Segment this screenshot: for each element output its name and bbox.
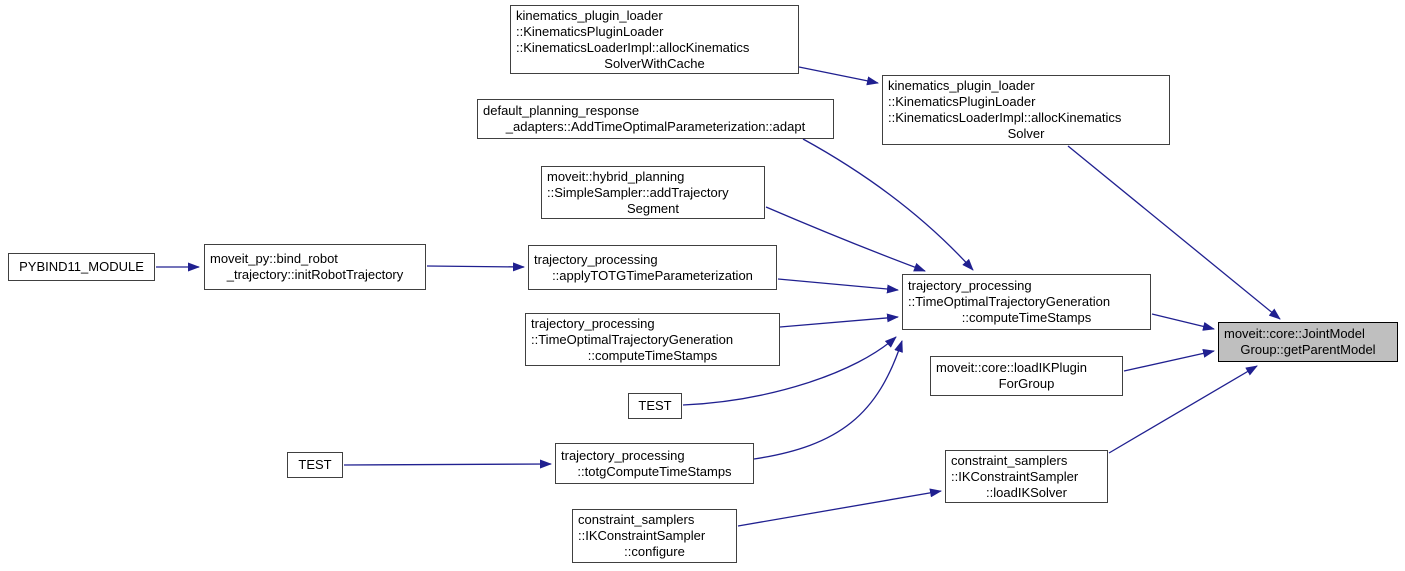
node-label-line: TEST (638, 398, 672, 413)
graph-node-apply-totg-time-parameterization[interactable]: trajectory_processing::applyTOTGTimePara… (528, 245, 777, 290)
graph-node-alloc-kinematics-solver-with-cache[interactable]: kinematics_plugin_loader::KinematicsPlug… (510, 5, 799, 74)
graph-node-totg-compute-time-stamps[interactable]: trajectory_processing::totgComputeTimeSt… (555, 443, 754, 484)
edge-addtrajectorysegment-to-computetimestamps (765, 206, 926, 272)
node-label-line: Group::getParentModel (1240, 342, 1376, 357)
edge-computetimestamps-to-getparentmodel (1151, 313, 1215, 331)
graph-node-pybind11-module[interactable]: PYBIND11_MODULE (8, 253, 155, 281)
node-label-line: ::applyTOTGTimeParameterization (552, 267, 753, 283)
edge-loadikpluginforgroup-to-getparentmodel (1123, 348, 1215, 372)
graph-node-test-2[interactable]: TEST (287, 452, 343, 478)
node-label-line: ::TimeOptimalTrajectoryGeneration (531, 331, 734, 347)
edge-testtotg-to-computetimestamps (682, 336, 897, 406)
node-label-line: trajectory_processing (531, 315, 655, 331)
node-label-line: moveit::hybrid_planning (547, 168, 685, 184)
node-label-line: ::loadIKSolver (986, 484, 1067, 500)
edge-applytotg-to-computetimestamps (777, 278, 899, 294)
graph-node-simple-sampler-add-trajectory-segment[interactable]: moveit::hybrid_planning::SimpleSampler::… (541, 166, 765, 219)
node-label-line: ForGroup (998, 376, 1055, 391)
node-label-line: ::configure (624, 544, 685, 559)
edge-computetimestampsoverload-to-computetimestamps (779, 313, 899, 328)
node-label-line: SolverWithCache (604, 55, 705, 71)
node-label-line: ::KinematicsLoaderImpl::allocKinematics (516, 39, 750, 55)
graph-node-compute-time-stamps-overload[interactable]: trajectory_processing::TimeOptimalTrajec… (525, 313, 780, 366)
node-label-line: moveit_py::bind_robot (210, 251, 338, 266)
node-label-line: trajectory_processing (561, 447, 685, 463)
graph-node-alloc-kinematics-solver[interactable]: kinematics_plugin_loader::KinematicsPlug… (882, 75, 1170, 145)
graph-node-init-robot-trajectory[interactable]: moveit_py::bind_robot_trajectory::initRo… (204, 244, 426, 290)
graph-node-test-totg[interactable]: TEST (628, 393, 682, 419)
node-label-line: constraint_samplers (951, 452, 1068, 468)
edge-adapt-to-computetimestamps (802, 138, 974, 271)
graph-node-add-time-optimal-parameterization-adapt[interactable]: default_planning_response_adapters::AddT… (477, 99, 834, 139)
graph-node-compute-time-stamps[interactable]: trajectory_processing::TimeOptimalTrajec… (902, 274, 1151, 330)
edge-configure-to-loadiksolver (737, 488, 942, 527)
node-label-line: ::IKConstraintSampler (951, 468, 1079, 484)
edge-initrobottrajectory-to-applytotg (426, 262, 525, 272)
node-label-line: kinematics_plugin_loader (516, 7, 663, 23)
edge-allockinematicssolverwithcache-to-allockinematicssolver (798, 66, 879, 86)
node-label-line: ::SimpleSampler::addTrajectory (547, 184, 729, 200)
node-label-line: ::computeTimeStamps (961, 310, 1092, 325)
node-label-line: ::KinematicsPluginLoader (516, 23, 664, 39)
node-label-line: PYBIND11_MODULE (19, 259, 144, 274)
edge-allockinematicssolver-to-getparentmodel (1067, 145, 1281, 320)
node-label-line: ::totgComputeTimeStamps (577, 463, 732, 479)
node-label-line: default_planning_response (483, 103, 640, 118)
edge-loadiksolver-to-getparentmodel (1108, 365, 1258, 454)
node-label-line: _adapters::AddTimeOptimalParameterizatio… (505, 119, 806, 134)
node-label-line: ::TimeOptimalTrajectoryGeneration (908, 294, 1111, 309)
node-label-line: ::computeTimeStamps (587, 347, 718, 363)
node-label-line: trajectory_processing (908, 278, 1032, 293)
graph-node-ik-constraint-sampler-configure[interactable]: constraint_samplers::IKConstraintSampler… (572, 509, 737, 563)
node-label-line: ::IKConstraintSampler (578, 528, 706, 543)
node-label-line: Segment (626, 200, 680, 216)
node-label-line: constraint_samplers (578, 512, 695, 527)
graph-node-ik-constraint-sampler-load-ik-solver[interactable]: constraint_samplers::IKConstraintSampler… (945, 450, 1108, 503)
node-label-line: moveit::core::JointModel (1224, 326, 1365, 341)
edge-test2-to-totgcomputetimestamps (343, 459, 552, 469)
edge-totgcomputetimestamps-to-computetimestamps (753, 340, 903, 460)
node-label-line: Solver (1007, 126, 1045, 141)
node-label-line: _trajectory::initRobotTrajectory (226, 267, 404, 282)
node-label-line: trajectory_processing (534, 251, 658, 267)
node-label-line: kinematics_plugin_loader (888, 78, 1035, 93)
node-label-line: ::KinematicsLoaderImpl::allocKinematics (888, 110, 1122, 125)
node-label-line: moveit::core::loadIKPlugin (936, 360, 1088, 375)
node-label-line: TEST (298, 457, 332, 472)
node-label-line: ::KinematicsPluginLoader (888, 94, 1036, 109)
